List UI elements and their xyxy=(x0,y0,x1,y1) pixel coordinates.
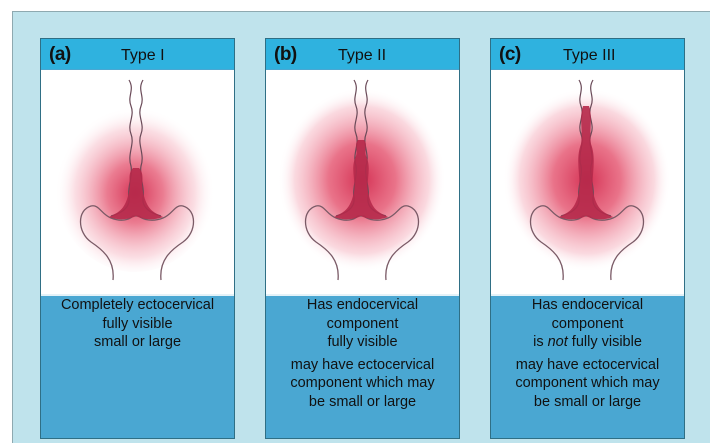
panel-description: Has endocervical component is not fully … xyxy=(495,296,680,411)
panel-type-label: Type II xyxy=(338,47,386,65)
description-line: fully visible xyxy=(45,315,230,334)
emphasis-word: not xyxy=(548,334,568,350)
description-line: small or large xyxy=(45,333,230,352)
description-line: be small or large xyxy=(270,393,455,412)
description-line: component which may xyxy=(270,374,455,393)
panel-header: (c) Type III xyxy=(491,39,684,69)
description-line: Completely ectocervical xyxy=(45,296,230,315)
description-line: be small or large xyxy=(495,393,680,412)
cervix-type-2-svg xyxy=(266,70,459,294)
panel-type-3: (c) Type III Has endo xyxy=(490,38,685,439)
cervix-illustration-type-2 xyxy=(266,70,459,294)
cervix-illustration-type-3 xyxy=(491,70,684,294)
emphasis-prefix: is xyxy=(533,334,548,350)
description-line: Has endocervical xyxy=(270,296,455,315)
panel-type-2: (b) Type II Has endoc xyxy=(265,38,460,439)
panel-header: (b) Type II xyxy=(266,39,459,69)
description-line: component which may xyxy=(495,374,680,393)
panel-letter: (b) xyxy=(274,44,297,66)
emphasis-suffix: fully visible xyxy=(568,334,642,350)
description-line-emphasis: is not fully visible xyxy=(495,333,680,352)
panel-type-label: Type I xyxy=(121,47,165,65)
cervix-type-3-svg xyxy=(491,70,684,294)
transformation-zone-figure: (a) Type I Completely xyxy=(12,11,710,443)
panel-description: Has endocervical component fully visible… xyxy=(270,296,455,411)
panel-description: Completely ectocervical fully visible sm… xyxy=(45,296,230,352)
description-line: Has endocervical xyxy=(495,296,680,315)
panel-header: (a) Type I xyxy=(41,39,234,69)
description-line: component xyxy=(270,315,455,334)
panel-letter: (a) xyxy=(49,44,71,66)
panel-type-label: Type III xyxy=(563,47,615,65)
panel-type-1: (a) Type I Completely xyxy=(40,38,235,439)
description-line: may have ectocervical xyxy=(495,356,680,375)
panel-letter: (c) xyxy=(499,44,521,66)
description-line: may have ectocervical xyxy=(270,356,455,375)
description-line: component xyxy=(495,315,680,334)
cervix-type-1-svg xyxy=(41,70,234,294)
cervix-illustration-type-1 xyxy=(41,70,234,294)
description-line: fully visible xyxy=(270,333,455,352)
